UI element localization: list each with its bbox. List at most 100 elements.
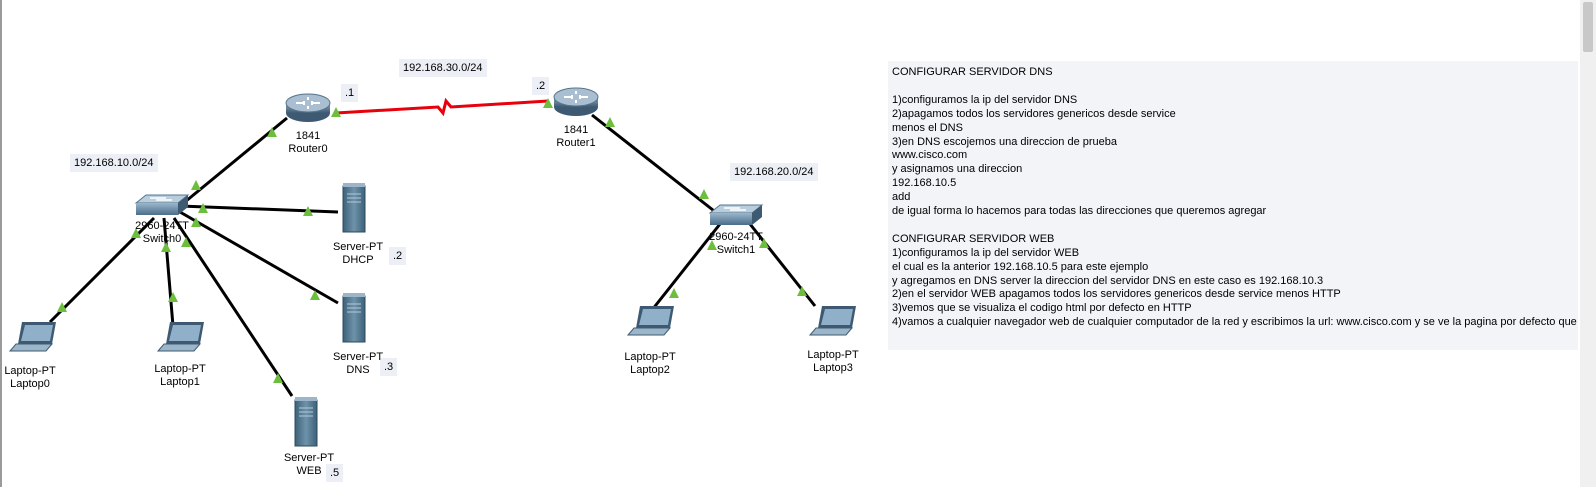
switch0-label: 2960-24TT Switch0: [135, 220, 189, 246]
switch0-name: Switch0: [142, 233, 182, 245]
link-router1-switch1[interactable]: [591, 113, 719, 216]
link-switch0-dns[interactable]: [179, 210, 339, 305]
router1-model: 1841: [563, 124, 589, 136]
router1-label: 1841 Router1: [556, 124, 595, 150]
router1-name: Router1: [556, 137, 596, 149]
note-line: www.cisco.com: [892, 149, 968, 162]
dhcp-server-model: Server-PT: [332, 241, 384, 253]
laptop0-name: Laptop0: [10, 378, 50, 390]
dns-server-model: Server-PT: [332, 351, 384, 363]
link-up-indicator: [543, 98, 553, 108]
router0-name: Router0: [288, 143, 328, 155]
ip-suffix-dns: .3: [380, 358, 398, 376]
network-label-wan: 192.168.30.0/24: [399, 59, 487, 77]
note-line: y asignamos una direccion: [892, 163, 1023, 176]
server-icon[interactable]: [342, 293, 366, 343]
laptop3-name: Laptop3: [813, 362, 853, 374]
notes-textbox[interactable]: CONFIGURAR SERVIDOR DNS 1)configuramos l…: [888, 61, 1578, 350]
link-up-indicator: [669, 288, 679, 298]
switch-icon[interactable]: [134, 194, 190, 215]
switch-icon[interactable]: [708, 204, 764, 225]
web-server-name: WEB: [296, 465, 322, 477]
note-line: y agregamos en DNS server la direccion d…: [892, 274, 1324, 287]
switch1-label: 2960-24TT Switch1: [709, 231, 763, 257]
dhcp-server-name: DHCP: [342, 254, 374, 266]
dhcp-server-label: Server-PT DHCP: [333, 241, 383, 267]
link-switch0-web[interactable]: [172, 217, 294, 397]
link-up-indicator: [168, 292, 178, 302]
laptop1-label: Laptop-PT Laptop1: [154, 363, 205, 389]
link-switch1-laptop2[interactable]: [650, 223, 722, 311]
laptop-icon[interactable]: [808, 306, 856, 336]
link-up-indicator: [699, 189, 709, 199]
switch1-name: Switch1: [716, 244, 756, 256]
laptop-icon[interactable]: [626, 306, 674, 336]
note-line: 192.168.10.5: [892, 177, 957, 190]
dns-server-label: Server-PT DNS: [333, 351, 383, 377]
web-server-label: Server-PT WEB: [284, 452, 334, 478]
note-line: el cual es la anterior 192.168.10.5 para…: [892, 260, 1149, 273]
laptop1-name: Laptop1: [160, 376, 200, 388]
link-up-indicator: [181, 237, 191, 247]
link-up-indicator: [198, 203, 208, 213]
note-line: 2)en el servidor WEB apagamos todos los …: [892, 288, 1341, 301]
link-switch0-laptop1[interactable]: [162, 217, 175, 327]
link-status-indicators: [57, 98, 807, 383]
link-up-indicator: [191, 217, 201, 227]
note-line: 3)en DNS escojemos una direccion de prue…: [892, 135, 1118, 148]
web-server-model: Server-PT: [283, 452, 335, 464]
link-up-indicator: [267, 127, 277, 137]
note-line: 4)vamos a cualquier navegador web de cua…: [892, 316, 1577, 329]
link-router0-switch0[interactable]: [179, 116, 288, 208]
link-up-indicator: [759, 238, 769, 248]
canvas-left-border: [0, 0, 2, 487]
laptop-icon[interactable]: [8, 322, 56, 352]
network-label-lan-right: 192.168.20.0/24: [730, 163, 818, 181]
note-line: menos el DNS: [892, 121, 963, 134]
link-up-indicator: [273, 373, 283, 383]
note-line: 2)apagamos todos los servidores generico…: [892, 107, 1176, 120]
dns-server-name: DNS: [346, 364, 370, 376]
ethernet-links: [48, 113, 817, 397]
laptop-icon[interactable]: [156, 322, 204, 352]
link-up-indicator: [605, 117, 615, 127]
link-up-indicator: [331, 107, 341, 117]
link-up-indicator: [131, 228, 141, 238]
ip-suffix-dhcp: .2: [389, 247, 407, 265]
server-icon[interactable]: [294, 397, 318, 447]
note-line: add: [892, 191, 911, 204]
link-up-indicator: [303, 206, 313, 216]
server-icon[interactable]: [342, 183, 366, 233]
note-line: 1)configuramos la ip del servidor WEB: [892, 246, 1080, 259]
ip-suffix-router0: .1: [341, 84, 359, 102]
laptop0-model: Laptop-PT: [4, 365, 56, 377]
note-line: 1)configuramos la ip del servidor DNS: [892, 93, 1078, 106]
switch1-model: 2960-24TT: [709, 231, 763, 243]
vertical-scrollbar[interactable]: [1580, 0, 1596, 487]
link-up-indicator: [191, 180, 201, 190]
laptop2-model: Laptop-PT: [624, 351, 676, 363]
note-line: [892, 219, 1574, 233]
note-line: CONFIGURAR SERVIDOR WEB: [892, 232, 1055, 245]
router-icon[interactable]: [553, 87, 599, 116]
link-up-indicator: [797, 286, 807, 296]
scrollbar-thumb[interactable]: [1583, 2, 1593, 52]
link-up-indicator: [707, 240, 717, 250]
laptop2-name: Laptop2: [630, 364, 670, 376]
link-up-indicator: [57, 302, 67, 312]
laptop3-label: Laptop-PT Laptop3: [807, 349, 858, 375]
router-icon[interactable]: [285, 93, 331, 122]
laptop1-model: Laptop-PT: [154, 363, 206, 375]
note-line: [892, 80, 1574, 94]
serial-link-router0-router1[interactable]: [335, 97, 549, 117]
ip-suffix-web: .5: [326, 464, 344, 482]
laptop0-label: Laptop-PT Laptop0: [4, 365, 55, 391]
link-switch0-dhcp[interactable]: [179, 204, 339, 214]
laptop3-model: Laptop-PT: [807, 349, 859, 361]
switch0-model: 2960-24TT: [135, 220, 189, 232]
note-line: de igual forma lo hacemos para todas las…: [892, 205, 1267, 218]
link-up-indicator: [310, 290, 320, 300]
router0-model: 1841: [295, 130, 321, 142]
note-line: CONFIGURAR SERVIDOR DNS: [892, 66, 1053, 78]
